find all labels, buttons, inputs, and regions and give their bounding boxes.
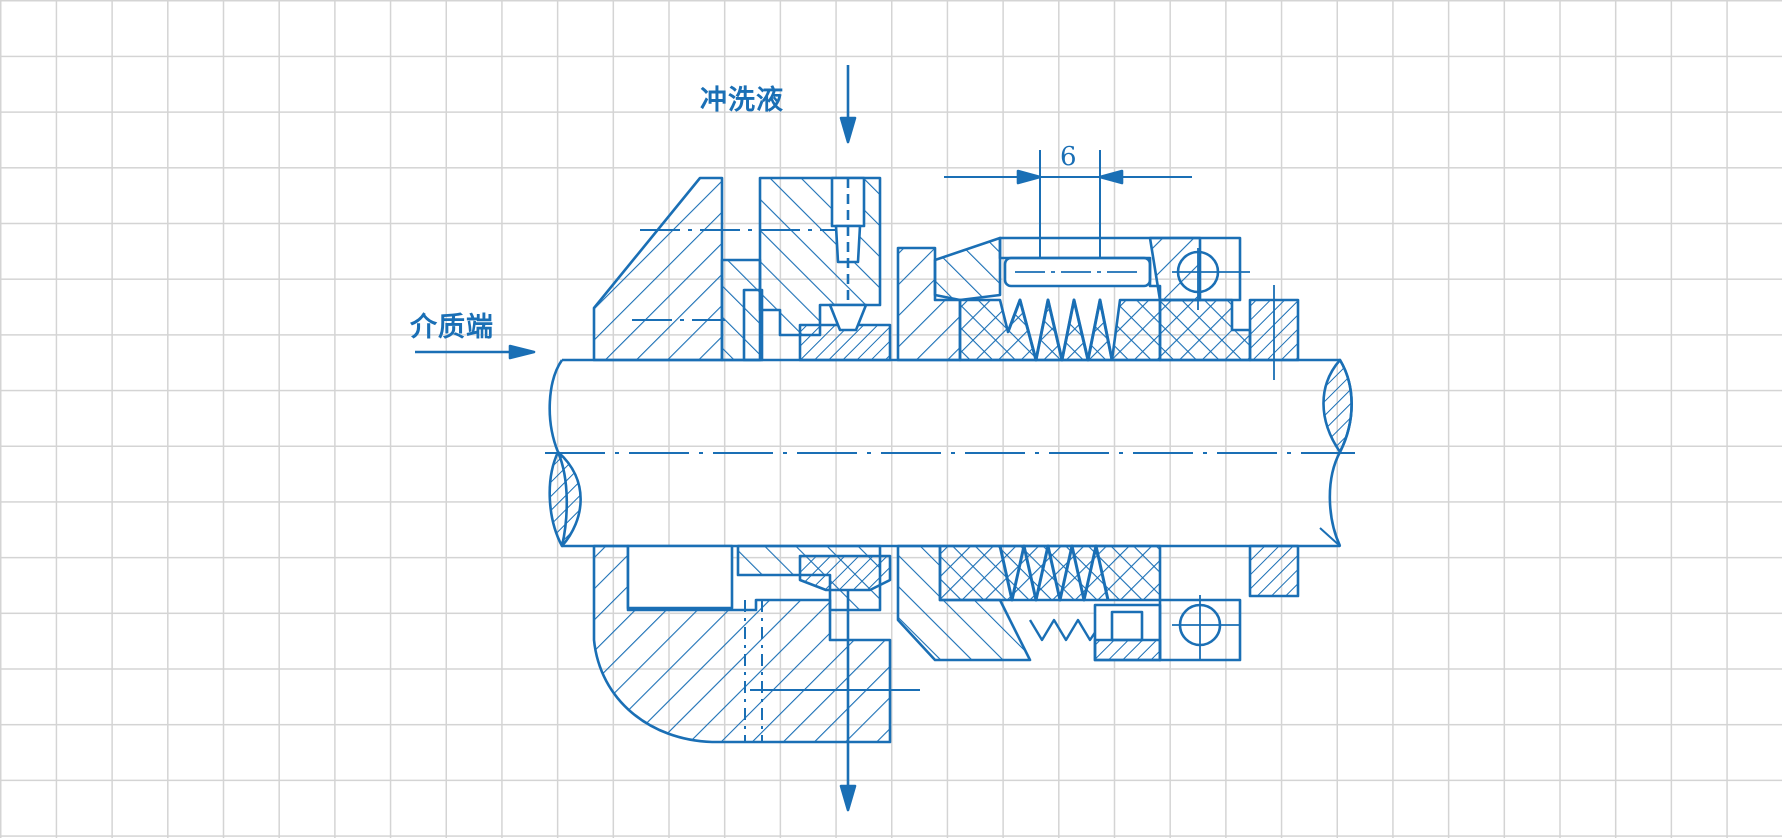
upper-rotating-assembly	[896, 150, 1300, 380]
medium-end-label: 介质端	[410, 312, 494, 343]
flush-inlet-arrow	[839, 65, 857, 144]
upper-gland-housing	[592, 176, 892, 362]
lower-rotating-assembly	[896, 527, 1341, 662]
flush-liquid-label: 冲洗液	[700, 85, 784, 116]
medium-direction-arrow	[415, 344, 536, 360]
shaft	[545, 358, 1355, 548]
drain-outlet-arrow	[839, 590, 857, 812]
lower-gland-housing	[592, 544, 920, 744]
dimension-label: 6	[1060, 142, 1077, 172]
